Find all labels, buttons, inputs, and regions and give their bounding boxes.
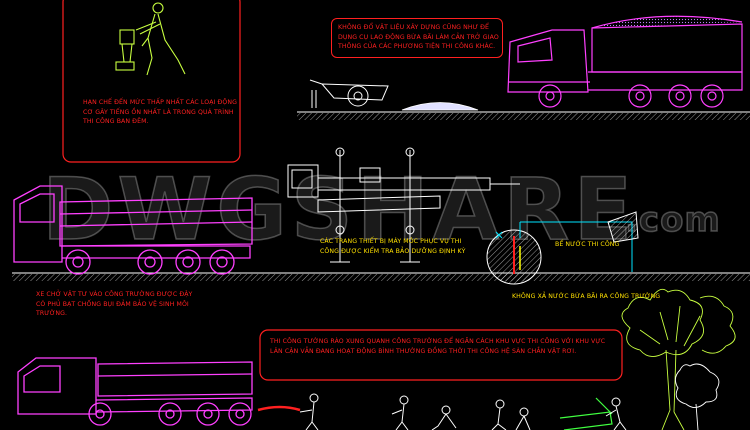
sand-pile (401, 102, 479, 111)
note-drain: BỂ NƯỚC THI CÔNG (555, 241, 620, 248)
worker-pushing-cart (605, 397, 627, 430)
water-hose (257, 405, 301, 412)
note-fence: THI CÔNG TƯỜNG RÀO XUNG QUANH CÔNG TRƯỜN… (270, 338, 606, 355)
note-materials-frame (331, 18, 503, 58)
worker-compactor-figure (115, 2, 186, 76)
tree-green-figure (621, 288, 736, 430)
fence-note-frame (259, 329, 623, 381)
watermark-suffix: .com (624, 199, 721, 241)
workers-figures (299, 393, 531, 430)
wheelbarrow-figure (309, 79, 389, 108)
note-materials: KHÔNG ĐỔ VẬT LIỆU XÂY DỰNG CŨNG NHƯ ĐỂ D… (338, 24, 499, 51)
dump-truck-top (507, 15, 743, 108)
water-drain-figure (486, 211, 639, 285)
dump-truck-middle (13, 185, 253, 275)
noise-note-frame (62, 0, 241, 163)
note-equipment: CÁC TRANG THIẾT BỊ MÁY MÓC PHỤC VỤ THI C… (320, 238, 466, 255)
note-truck-cover: XE CHỞ VẬT TƯ VÀO CÔNG TRƯỜNG ĐƯỢC ĐẬY C… (36, 291, 193, 318)
tree-white-figure (675, 363, 720, 430)
mobile-crane-figure (287, 147, 520, 263)
green-cart-figure (559, 397, 613, 430)
note-noise-limit: HẠN CHẾ ĐẾN MỨC THẤP NHẤT CÁC LOẠI ĐỘNG … (83, 99, 238, 126)
ground-hatch-middle (12, 274, 750, 281)
dump-truck-bottom (17, 357, 253, 426)
note-no-discharge: KHÔNG XẢ NƯỚC BỪA BÃI RA CÔNG TRƯỜNG (512, 293, 661, 300)
ground-hatch-top (297, 113, 750, 120)
